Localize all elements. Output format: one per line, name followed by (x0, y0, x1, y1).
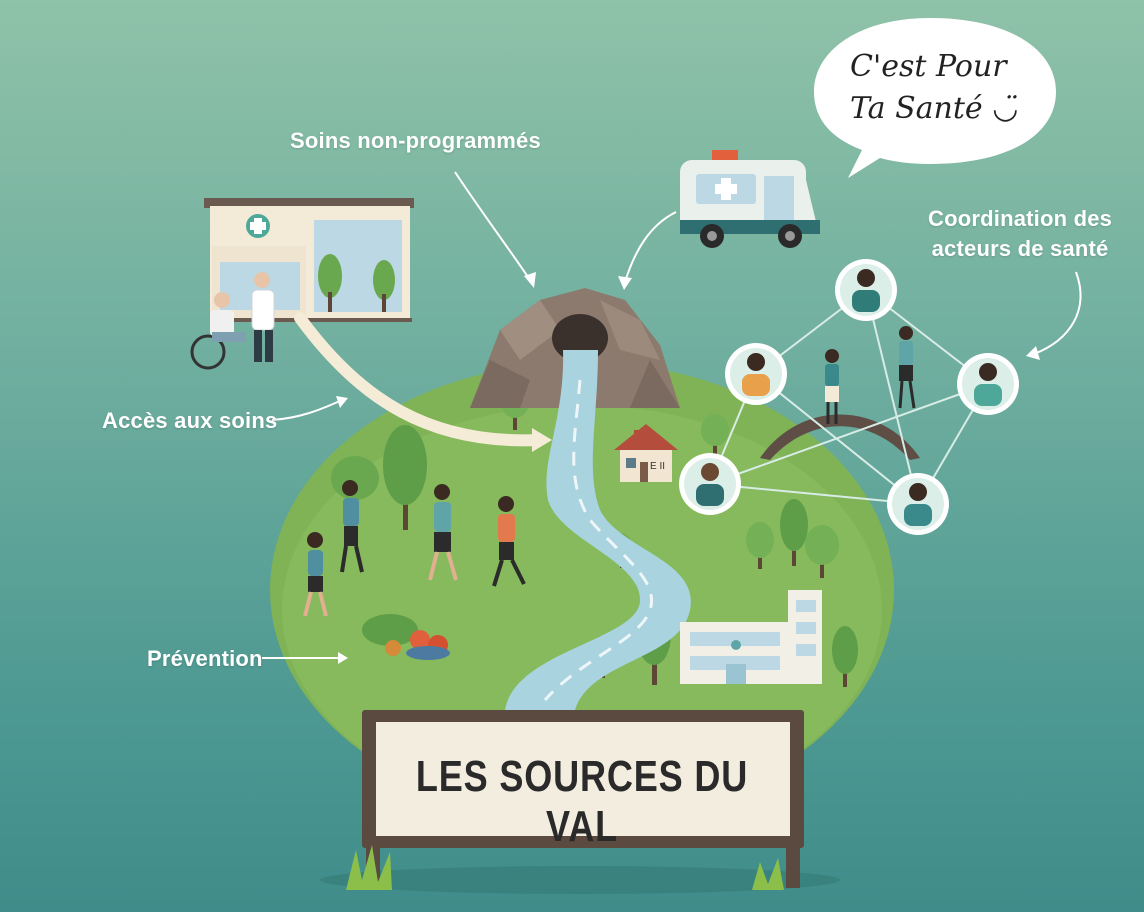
label-acces-aux-soins: Accès aux soins (102, 408, 278, 433)
sign-title: LES SOURCES DU VAL (415, 752, 749, 851)
speech-bubble-line2: Ta Santé ◡̈ (850, 91, 1019, 126)
actor-avatar (679, 453, 741, 515)
label-coordination-line2: acteurs de santé (931, 236, 1109, 261)
ground-shadow (320, 866, 840, 894)
actor-avatar (887, 473, 949, 535)
speech-bubble (814, 18, 1056, 178)
wheelchair-patient (190, 292, 246, 370)
actor-avatar (725, 343, 787, 405)
label-coordination: Coordination des acteurs de santé (928, 204, 1112, 264)
health-actors (679, 259, 1019, 535)
clinic-building (204, 198, 414, 322)
park-sign (346, 710, 804, 890)
river-waves (543, 379, 653, 701)
ambulance (680, 150, 820, 248)
trees (331, 382, 858, 687)
actor-avatar (957, 353, 1019, 415)
doctor (251, 272, 275, 362)
fruit-basket (362, 614, 450, 660)
label-soins-non-programmes: Soins non-programmés (290, 128, 541, 153)
label-coordination-line1: Coordination des (928, 206, 1113, 231)
standing-actor (898, 326, 916, 409)
village-house (614, 424, 678, 482)
annotation-arrows (262, 171, 1082, 664)
rock-cave (470, 288, 680, 408)
speech-bubble-line1: C'est Pour (850, 49, 1007, 84)
standing-actor (825, 349, 839, 424)
speech-bubble-text: C'est Pour Ta Santé ◡̈ (850, 46, 1030, 130)
acces-path (294, 312, 546, 447)
active-people (303, 480, 526, 617)
house-sign: E II (650, 461, 666, 472)
hospital-building (680, 590, 822, 684)
bridge (760, 414, 920, 460)
acces-path-head (532, 428, 552, 452)
actor-avatar (835, 259, 897, 321)
label-prevention: Prévention (147, 646, 263, 671)
